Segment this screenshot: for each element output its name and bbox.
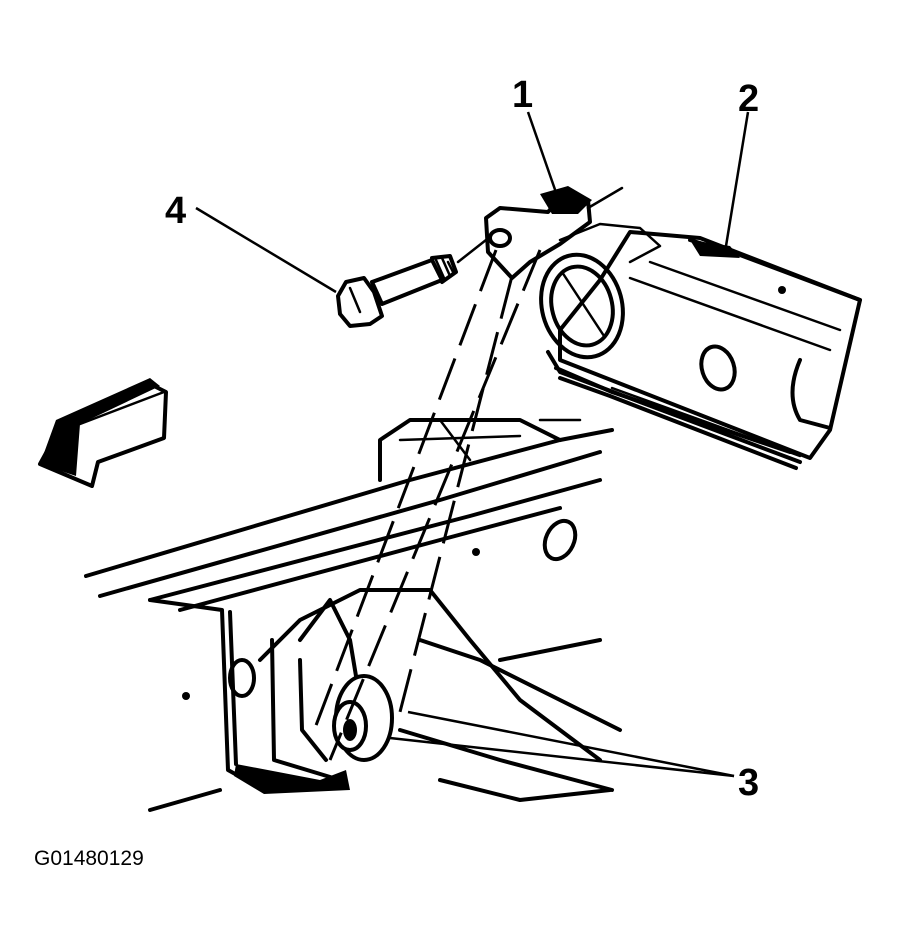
callout-2: 2 bbox=[738, 78, 760, 120]
front-arrow-icon bbox=[38, 378, 168, 488]
lower-bushing bbox=[332, 674, 394, 762]
callout-4: 4 bbox=[165, 190, 187, 232]
figure-id: G01480129 bbox=[34, 847, 144, 870]
callout-1: 1 bbox=[512, 74, 534, 116]
assembly-lines bbox=[310, 249, 542, 761]
callout-3: 3 bbox=[738, 762, 760, 804]
upper-component bbox=[539, 230, 862, 470]
bolt bbox=[336, 238, 488, 328]
lower-frame bbox=[84, 418, 622, 812]
leader-lines bbox=[195, 111, 750, 778]
bracket-link bbox=[484, 186, 662, 280]
